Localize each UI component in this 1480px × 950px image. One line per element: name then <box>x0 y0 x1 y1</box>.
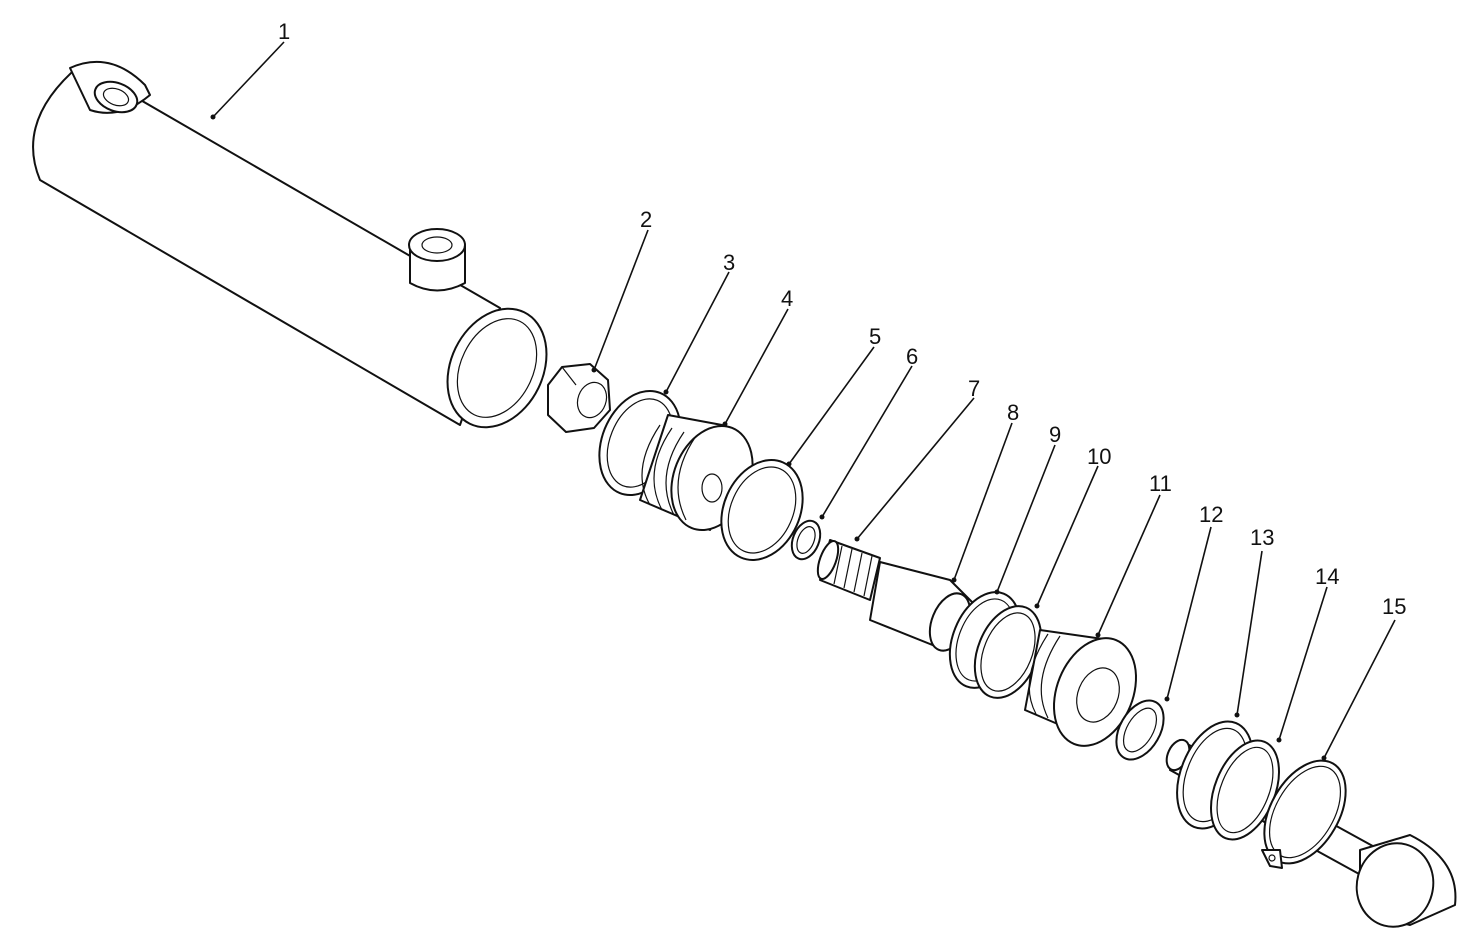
callout-label-2: 2 <box>640 207 652 232</box>
callout-label-8: 8 <box>1007 400 1019 425</box>
callout-label-4: 4 <box>781 286 793 311</box>
part-2-nut <box>547 363 611 433</box>
part-6-o-ring <box>790 519 822 561</box>
part-5-seal-ring <box>720 459 804 561</box>
callout-11: 11 <box>1095 471 1172 638</box>
callout-label-6: 6 <box>906 344 918 369</box>
callout-label-11: 11 <box>1149 471 1172 496</box>
callout-label-7: 7 <box>968 376 980 401</box>
callout-12: 12 <box>1164 502 1223 702</box>
part-11-gland <box>1024 629 1138 747</box>
callout-1: 1 <box>210 19 290 120</box>
part-14-ring <box>1210 739 1280 841</box>
callout-9: 9 <box>994 422 1061 595</box>
callout-2: 2 <box>591 207 652 373</box>
callout-7: 7 <box>854 376 980 542</box>
callout-4: 4 <box>722 286 793 427</box>
callout-label-12: 12 <box>1199 502 1223 527</box>
part-12-wiper-seal <box>1115 699 1165 761</box>
part-1-cylinder-barrel <box>32 60 548 429</box>
callout-label-5: 5 <box>869 324 881 349</box>
callout-10: 10 <box>1034 444 1111 609</box>
callout-14: 14 <box>1276 564 1339 743</box>
callout-15: 15 <box>1321 594 1406 761</box>
part-7-threaded-rod <box>816 539 881 601</box>
callout-label-15: 15 <box>1382 594 1406 619</box>
callout-label-14: 14 <box>1315 564 1339 589</box>
callout-3: 3 <box>663 250 735 395</box>
callout-label-3: 3 <box>723 250 735 275</box>
callout-label-9: 9 <box>1049 422 1061 447</box>
callout-label-1: 1 <box>278 19 290 44</box>
callout-8: 8 <box>951 400 1019 583</box>
part-10-o-ring <box>973 605 1043 699</box>
callout-label-10: 10 <box>1087 444 1111 469</box>
callout-6: 6 <box>819 344 918 520</box>
part-15-snap-ring <box>1261 759 1347 869</box>
callout-13: 13 <box>1234 525 1274 718</box>
callout-5: 5 <box>786 324 881 467</box>
callout-label-13: 13 <box>1250 525 1274 550</box>
